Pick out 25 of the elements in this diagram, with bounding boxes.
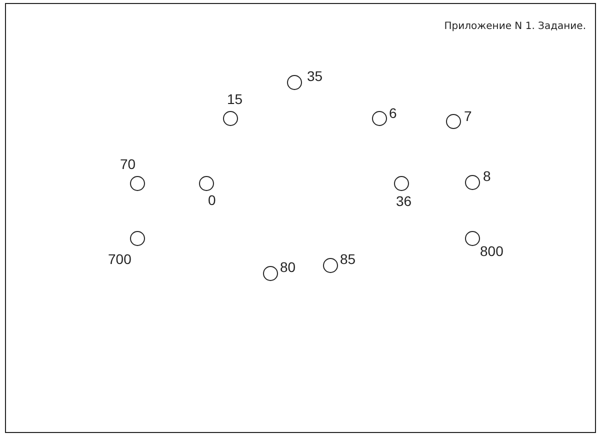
number-label: 8 — [483, 169, 491, 183]
number-label: 0 — [208, 193, 216, 207]
number-label: 35 — [307, 69, 323, 83]
circle-marker — [130, 176, 144, 190]
number-label: 36 — [396, 194, 412, 208]
number-label: 70 — [120, 157, 136, 171]
number-label: 700 — [108, 252, 132, 266]
number-label: 6 — [389, 106, 397, 120]
circle-marker — [394, 176, 408, 190]
number-label: 80 — [280, 260, 296, 274]
circle-marker — [322, 258, 338, 272]
circle-marker — [286, 74, 302, 90]
circle-marker — [372, 110, 386, 126]
circle-marker — [464, 230, 480, 246]
number-label: 15 — [227, 92, 243, 106]
circle-marker — [198, 176, 214, 190]
circle-marker — [262, 266, 278, 280]
number-label: 85 — [340, 252, 356, 266]
circle-marker — [464, 174, 480, 190]
circle-marker — [222, 110, 238, 126]
number-label: 7 — [464, 109, 472, 123]
circle-marker — [130, 230, 144, 246]
sheet-title: Приложение N 1. Задание. — [444, 21, 586, 32]
number-label: 800 — [480, 244, 504, 258]
circle-marker — [446, 114, 460, 128]
